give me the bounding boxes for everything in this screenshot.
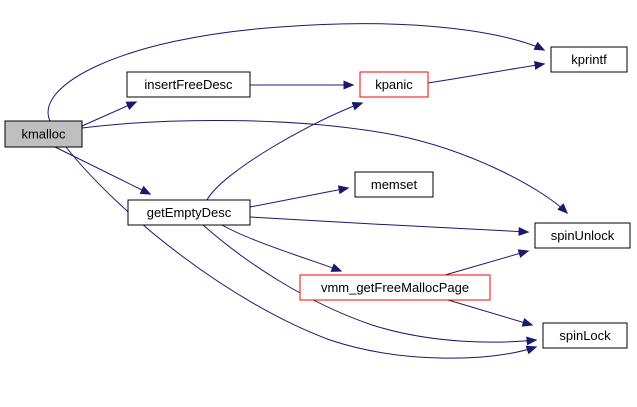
node-spinUnlock[interactable]: spinUnlock	[534, 222, 631, 249]
node-insertFreeDesc[interactable]: insertFreeDesc	[126, 71, 251, 98]
node-label-kpanic: kpanic	[375, 77, 413, 92]
edge-getEmptyDesc-to-spinLock	[202, 224, 538, 346]
node-spinLock[interactable]: spinLock	[542, 322, 628, 349]
node-box-memset[interactable]	[354, 171, 434, 198]
edge-vmm_getFreeMallocPage-to-spinLock	[447, 299, 534, 327]
edge-getEmptyDesc-to-vmm_getFreeMallocPage	[221, 224, 343, 272]
node-box-spinUnlock[interactable]	[534, 222, 631, 249]
node-kprintf[interactable]: kprintf	[550, 46, 628, 73]
edge-vmm_getFreeMallocPage-to-spinUnlock	[444, 249, 530, 276]
node-box-insertFreeDesc[interactable]	[126, 71, 251, 98]
edge-kmalloc-to-kprintf	[47, 23, 546, 122]
node-kpanic[interactable]: kpanic	[359, 71, 429, 98]
node-box-vmm_getFreeMallocPage[interactable]	[299, 274, 491, 301]
node-kmalloc: kmalloc	[4, 120, 83, 148]
node-box-kmalloc	[4, 120, 83, 148]
node-label-memset: memset	[371, 177, 418, 192]
edge-getEmptyDesc-to-memset	[249, 185, 350, 208]
node-getEmptyDesc[interactable]: getEmptyDesc	[127, 199, 251, 226]
node-box-getEmptyDesc[interactable]	[127, 199, 251, 226]
edge-getEmptyDesc-to-kpanic	[206, 101, 364, 201]
edge-kmalloc-to-spinUnlock	[81, 119, 569, 215]
node-label-insertFreeDesc: insertFreeDesc	[144, 77, 233, 92]
node-vmm_getFreeMallocPage[interactable]: vmm_getFreeMallocPage	[299, 274, 491, 301]
edge-kmalloc-to-spinLock	[65, 146, 538, 359]
node-box-spinLock[interactable]	[542, 322, 628, 349]
node-label-getEmptyDesc: getEmptyDesc	[147, 205, 232, 220]
node-box-kprintf[interactable]	[550, 46, 628, 73]
node-memset[interactable]: memset	[354, 171, 434, 198]
node-label-kprintf: kprintf	[571, 52, 607, 67]
edge-kpanic-to-kprintf	[427, 60, 546, 84]
node-label-spinLock: spinLock	[559, 328, 611, 343]
edge-kmalloc-to-getEmptyDesc	[54, 146, 152, 195]
node-label-kmalloc: kmalloc	[21, 127, 66, 142]
edges-layer	[47, 23, 569, 359]
node-label-spinUnlock: spinUnlock	[551, 228, 615, 243]
nodes-layer: kmalloc insertFreeDesc kpanic kprintf getEmp…	[4, 46, 631, 349]
edge-getEmptyDesc-to-spinUnlock	[249, 216, 530, 237]
node-box-kpanic[interactable]	[359, 71, 429, 98]
edge-kmalloc-to-insertFreeDesc	[81, 101, 138, 127]
node-label-vmm_getFreeMallocPage: vmm_getFreeMallocPage	[321, 280, 469, 295]
